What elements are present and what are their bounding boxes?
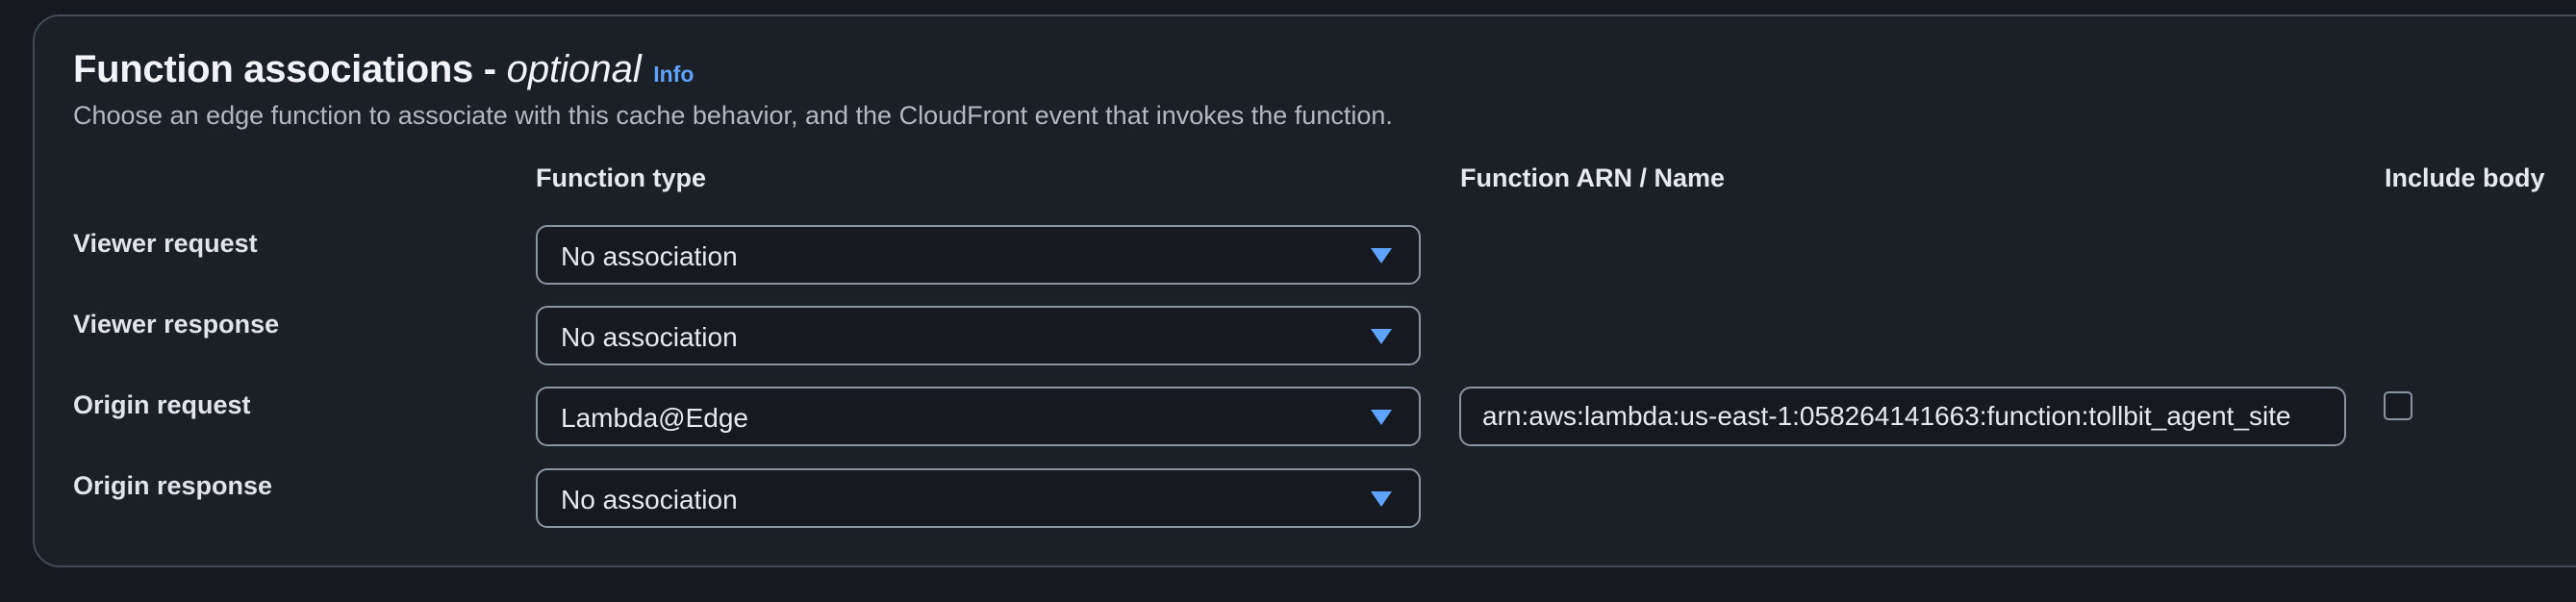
- section-title-optional: optional: [506, 48, 642, 90]
- section-header: Function associations - optional Info: [73, 48, 694, 91]
- column-header-function-type: Function type: [536, 163, 706, 192]
- origin-request-include-body-checkbox[interactable]: [2384, 391, 2412, 420]
- viewer-request-function-type-select[interactable]: No association: [536, 225, 1421, 285]
- info-link[interactable]: Info: [653, 62, 695, 87]
- select-value: Lambda@Edge: [561, 403, 749, 433]
- caret-down-icon: [1371, 248, 1392, 263]
- caret-down-icon: [1371, 410, 1392, 425]
- row-label-viewer-request: Viewer request: [73, 229, 258, 258]
- origin-request-function-arn-input[interactable]: [1459, 387, 2346, 446]
- origin-response-function-type-select[interactable]: No association: [536, 468, 1421, 528]
- caret-down-icon: [1371, 491, 1392, 507]
- select-value: No association: [561, 241, 738, 271]
- viewer-response-function-type-select[interactable]: No association: [536, 306, 1421, 365]
- origin-request-function-type-select[interactable]: Lambda@Edge: [536, 387, 1421, 446]
- column-header-include-body: Include body: [2385, 163, 2545, 192]
- section-description: Choose an edge function to associate wit…: [73, 101, 1393, 130]
- select-value: No association: [561, 322, 738, 352]
- row-label-viewer-response: Viewer response: [73, 310, 280, 339]
- column-header-function-arn: Function ARN / Name: [1460, 163, 1726, 192]
- section-title: Function associations -: [73, 48, 507, 90]
- row-label-origin-response: Origin response: [73, 471, 273, 500]
- caret-down-icon: [1371, 329, 1392, 344]
- select-value: No association: [561, 485, 738, 514]
- row-label-origin-request: Origin request: [73, 390, 251, 419]
